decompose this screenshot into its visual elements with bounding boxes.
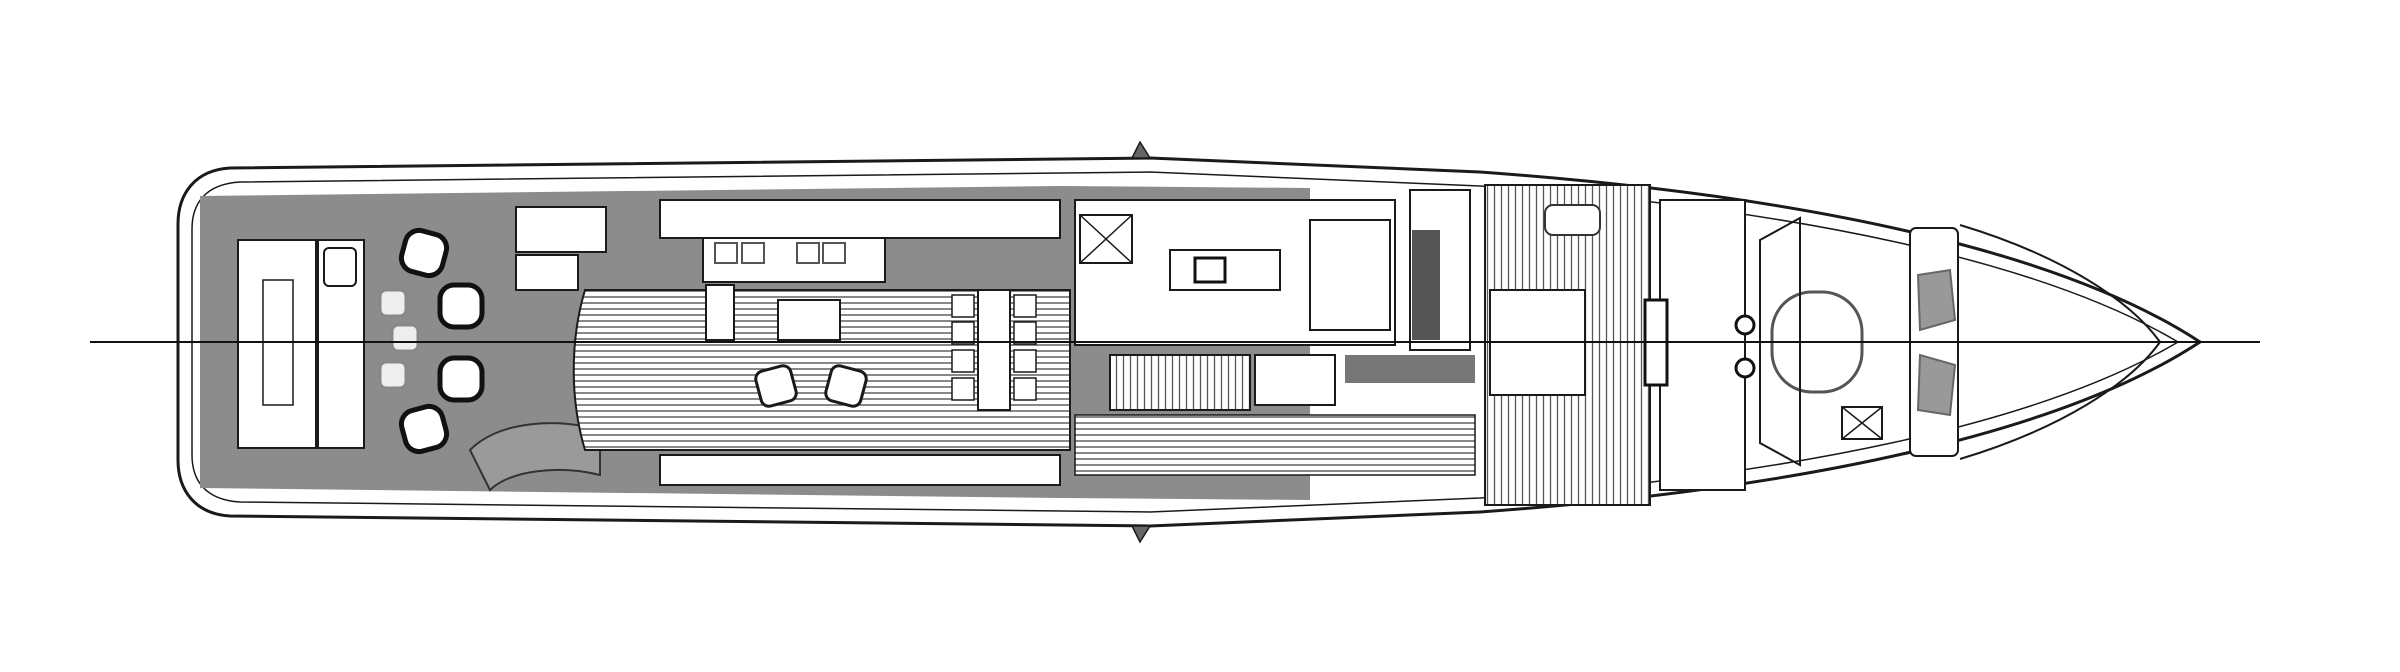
- dining-table: [977, 289, 1011, 411]
- bollard: [1734, 314, 1756, 336]
- lounge-chair: [398, 227, 450, 279]
- crew-stair: [1309, 219, 1391, 331]
- bow-seating-outline: [1759, 216, 1801, 467]
- sofa-cushions: [714, 242, 846, 264]
- lounge-chair: [437, 282, 485, 330]
- forward-cabin: [1659, 199, 1746, 491]
- corridor-dark: [1345, 355, 1475, 383]
- side-sofa: [705, 284, 735, 341]
- aft-side-table: [323, 247, 357, 287]
- dining-chairs: [951, 294, 1037, 401]
- pouf-seat: [390, 323, 420, 353]
- lounge-chair: [437, 355, 485, 403]
- stair-upper: [515, 206, 607, 253]
- foredeck-skylight: [1544, 204, 1601, 236]
- day-head: [1254, 354, 1336, 406]
- side-gate-bottom: [1130, 525, 1152, 544]
- bow-chair: [1916, 353, 1957, 417]
- saloon-armchair: [754, 364, 798, 408]
- wet-bar-top: [659, 199, 1061, 239]
- side-gate-top: [1130, 140, 1152, 159]
- pouf-seats: [378, 288, 420, 390]
- stair-landing: [515, 254, 579, 291]
- bollard: [1734, 357, 1756, 379]
- pouf-seat: [378, 288, 408, 318]
- aft-lounge-chairs: [398, 227, 485, 455]
- saloon-armchair: [824, 364, 868, 408]
- side-deck-planking: [1074, 414, 1476, 476]
- saloon-deck-planking: [572, 289, 1071, 451]
- coffee-table: [777, 299, 841, 341]
- lounge-chair: [398, 403, 450, 455]
- galley-sink: [1193, 256, 1227, 284]
- lower-cabinetry: [659, 454, 1061, 486]
- bow-chair: [1916, 268, 1957, 332]
- interior-staircase: [1109, 354, 1251, 411]
- pouf-seat: [378, 360, 408, 390]
- pantry-dark: [1412, 230, 1440, 340]
